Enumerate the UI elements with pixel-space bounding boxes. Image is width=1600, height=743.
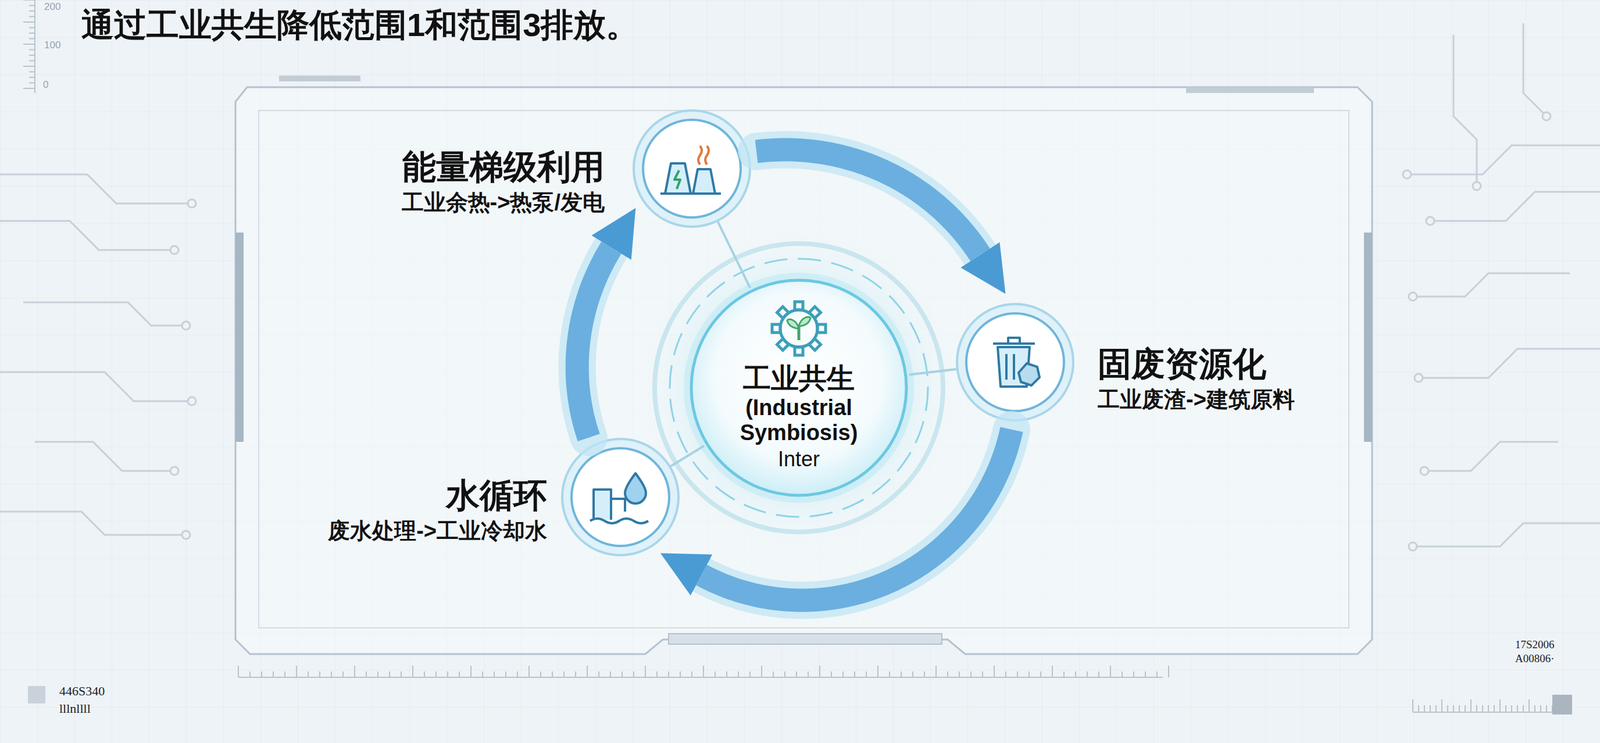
hub-title: 工业共生 — [743, 361, 855, 396]
node-heading: 固废资源化 — [1097, 343, 1295, 386]
hub-glow — [641, 230, 956, 545]
node-body: 工业余热->热泵/发电 — [401, 188, 605, 217]
code-mark: lllnllll — [59, 701, 91, 717]
hatch-bar — [279, 75, 361, 82]
code-mark: 17S2006 — [1515, 638, 1555, 652]
gear-leaf-icon — [772, 301, 826, 356]
icon-ring — [638, 115, 746, 223]
node-body: 废水处理->工业冷却水 — [327, 516, 548, 546]
hub-circle — [691, 280, 907, 496]
water-node: 水循环废水处理->工业冷却水 — [566, 443, 674, 551]
icon-ring — [566, 443, 674, 551]
side-bar — [1363, 232, 1373, 442]
cycle-arrow — [577, 247, 612, 438]
hatch-bar — [1186, 87, 1314, 94]
hub-outer-ring — [654, 243, 944, 532]
ruler-ticks — [23, 0, 1570, 713]
hub-circle: 工业共生(Industrial Symbiosis)Inter — [691, 280, 907, 496]
waste-node: 固废资源化工业废渣->建筑原料 — [961, 308, 1069, 416]
power-plant-icon — [660, 145, 721, 194]
code-mark: A00806· — [1515, 652, 1555, 666]
corner-block — [1552, 694, 1573, 715]
spoke-line — [670, 445, 705, 467]
spoke-line — [718, 222, 750, 289]
corner-block — [27, 686, 46, 704]
node-heading: 水循环 — [327, 474, 548, 517]
arrow-glow — [701, 429, 1012, 601]
ruler-number: 100 — [44, 39, 61, 52]
node-heading: 能量梯级利用 — [401, 145, 605, 189]
panel-frame — [235, 87, 1373, 655]
spoke-line — [909, 369, 957, 375]
hub-halo — [683, 272, 914, 503]
hub-subtitle: (Industrial Symbiosis) — [726, 395, 872, 446]
node-label: 能量梯级利用工业余热->热泵/发电 — [401, 145, 605, 217]
energy-node: 能量梯级利用工业余热->热泵/发电 — [638, 115, 746, 223]
node-body: 工业废渣->建筑原料 — [1097, 385, 1295, 414]
icon-ring — [961, 308, 1069, 416]
node-label: 固废资源化工业废渣->建筑原料 — [1097, 343, 1295, 414]
panel-inner-frame — [258, 110, 1349, 628]
cycle-arrow — [756, 150, 981, 256]
node-label: 水循环废水处理->工业冷却水 — [327, 474, 548, 546]
ruler-number: 200 — [44, 1, 61, 13]
cycle-arrow — [701, 429, 1012, 601]
arrow-glow — [577, 247, 612, 438]
code-mark: 446S340 — [59, 683, 105, 699]
hub-dashed-ring — [669, 258, 928, 517]
ruler-number: 0 — [43, 79, 49, 91]
trash-bin-icon — [993, 337, 1040, 387]
water-treatment-icon — [590, 473, 649, 524]
side-bar — [235, 232, 244, 442]
page-title: 通过工业共生降低范围1和范围3排放。 — [81, 3, 639, 48]
bottom-slot — [668, 633, 942, 645]
arrow-glow — [756, 150, 981, 256]
hub-note: Inter — [777, 445, 820, 473]
